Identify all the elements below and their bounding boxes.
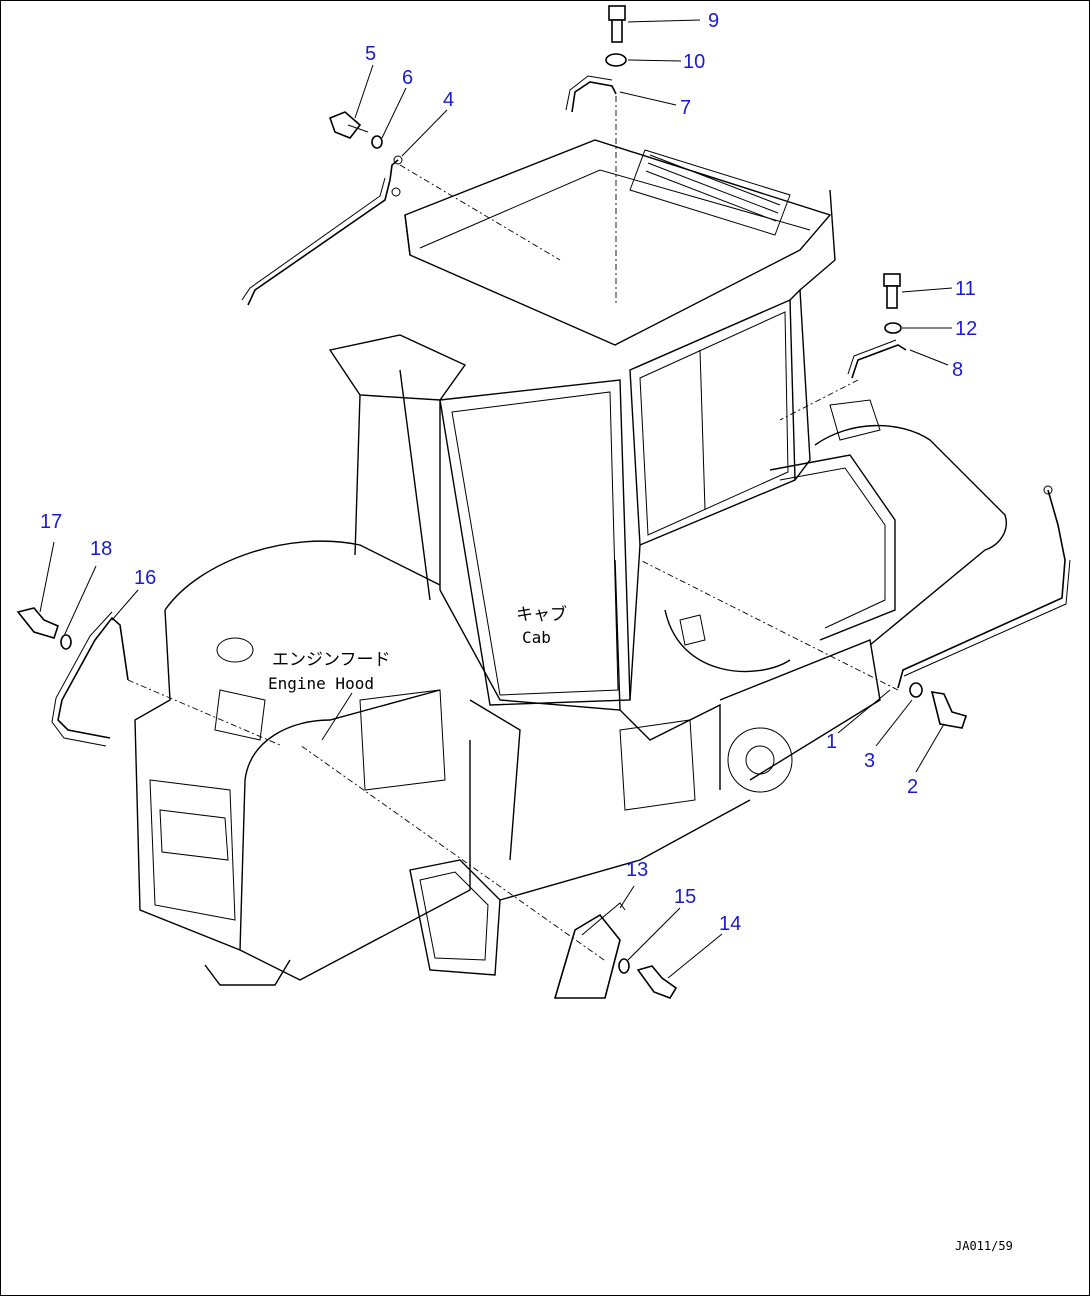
handrail-part-8 [847,339,907,379]
washer-15 [618,958,630,974]
cab-label-en: Cab [522,628,551,647]
callout-9: 9 [708,10,719,32]
callout-4: 4 [443,89,454,111]
callout-17: 17 [40,511,62,533]
cab-drawing [328,139,836,790]
bolt-9 [608,5,626,43]
washer-3 [909,682,923,698]
bolt-2 [930,691,968,729]
handrail-part-7 [565,75,617,113]
callout-18: 18 [90,538,112,560]
washer-10 [605,53,627,67]
handrail-part-4 [241,155,403,306]
roof-grille [645,154,781,222]
callout-3: 3 [864,750,875,772]
bolt-14 [636,965,678,999]
handrail-part-13 [553,902,626,999]
washer-12 [884,322,902,334]
fender-drawing [719,399,1007,781]
hood-label-jp: エンジンフード [272,650,391,670]
callout-2: 2 [907,776,918,798]
washer-18 [60,634,72,650]
callout-13: 13 [626,859,648,881]
cab-label-jp: キャブ [516,604,567,625]
bolt-11 [883,273,901,309]
callout-14: 14 [719,913,741,935]
callout-7: 7 [680,97,691,119]
mounting-lines [127,96,899,961]
callout-10: 10 [683,51,705,73]
callout-numbers: 5 6 4 9 10 7 11 12 8 1 3 2 17 18 16 13 1… [40,10,977,935]
washer-6 [371,135,383,149]
callout-16: 16 [134,567,156,589]
callout-6: 6 [402,67,413,89]
hood-label-en: Engine Hood [268,674,374,693]
callout-1: 1 [826,731,837,753]
bolt-5 [328,111,369,139]
drawing-code: JA011/59 [955,1239,1013,1253]
leader-lines [39,19,953,979]
callout-15: 15 [674,886,696,908]
handrail-part-1 [897,485,1071,689]
callout-5: 5 [365,43,376,65]
engine-hood-drawing [134,540,793,986]
callout-12: 12 [955,318,977,340]
handrail-part-16 [51,611,129,747]
callout-8: 8 [952,359,963,381]
callout-11: 11 [955,278,976,300]
bolt-17 [16,607,59,639]
